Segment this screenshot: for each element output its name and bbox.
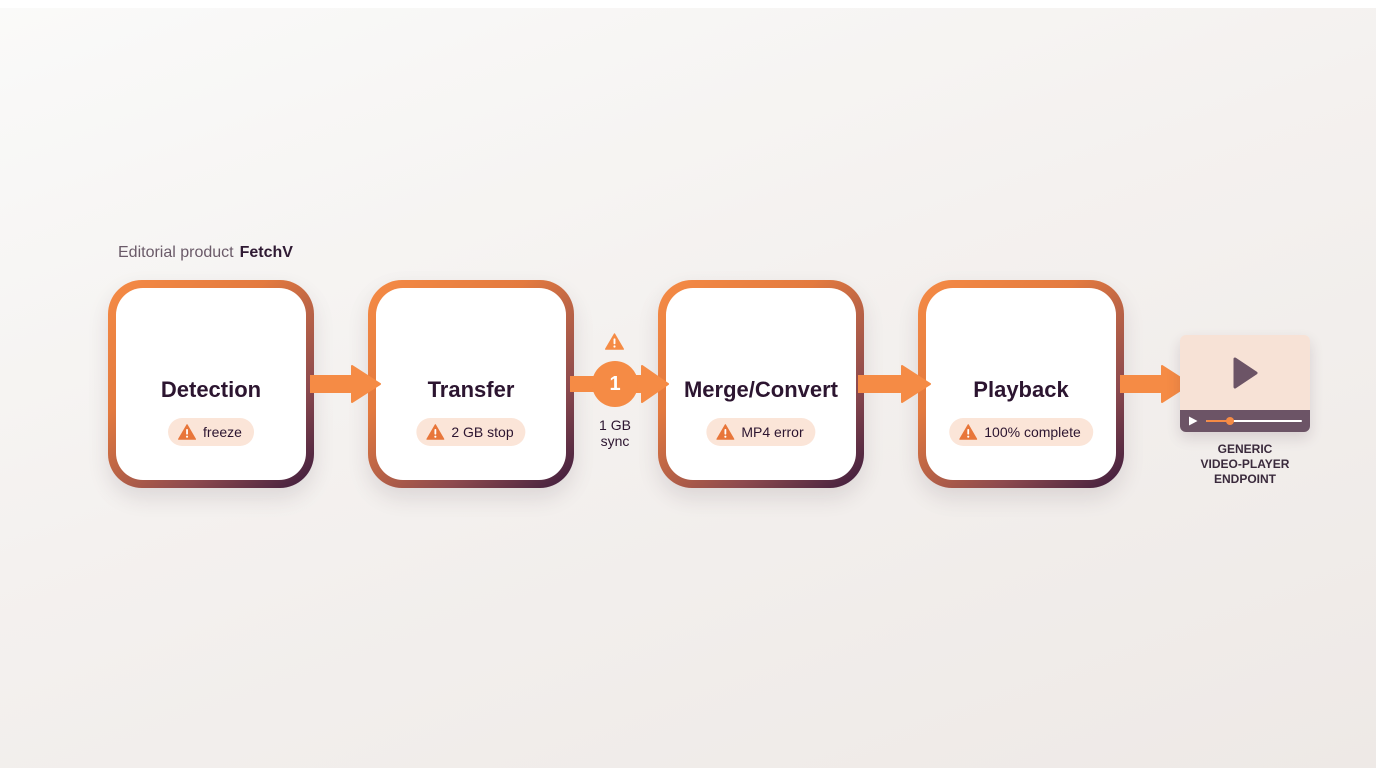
- play-control-icon: [1189, 416, 1198, 426]
- player-control-bar: [1180, 410, 1310, 432]
- warning-triangle-icon: [426, 424, 445, 440]
- stage-card-body: Detection freeze: [116, 288, 306, 480]
- warning-triangle-icon: [959, 424, 978, 440]
- stage-title: Detection: [160, 377, 262, 402]
- play-icon: [1233, 357, 1258, 389]
- connector-arrow-4: [1120, 365, 1191, 403]
- stage-card-detection: Detection freeze: [108, 280, 314, 488]
- connector-arrow-1: [310, 365, 381, 403]
- status-pill: 2 GB stop: [416, 418, 526, 446]
- warning-triangle-icon: [178, 424, 197, 440]
- status-text: freeze: [203, 424, 242, 440]
- status-text: 2 GB stop: [451, 424, 514, 440]
- stage-card-transfer: Transfer 2 GB stop: [368, 280, 574, 488]
- status-pill: MP4 error: [706, 418, 816, 446]
- status-pill: freeze: [168, 418, 254, 446]
- video-player-endpoint: [1180, 335, 1310, 432]
- status-pill: 100% complete: [949, 418, 1093, 446]
- connector-arrow-3: [858, 365, 931, 403]
- warning-triangle-icon: [716, 424, 735, 440]
- stage-title: Playback: [973, 377, 1069, 402]
- checkpoint-label: 1 GB sync: [599, 417, 631, 449]
- stage-card-body: Playback 100% complete: [926, 288, 1116, 480]
- caption-prefix: Editorial product: [118, 244, 234, 261]
- status-text: MP4 error: [741, 424, 804, 440]
- endpoint-label: GENERIC VIDEO-PLAYER ENDPOINT: [1200, 442, 1290, 486]
- diagram-caption: Editorial product FetchV: [118, 244, 293, 262]
- status-text: 100% complete: [984, 424, 1081, 440]
- stage-title: Merge/Convert: [683, 377, 839, 402]
- stage-card-playback: Playback 100% complete: [918, 280, 1124, 488]
- caption-brand: FetchV: [239, 244, 293, 261]
- seek-knob: [1226, 417, 1234, 425]
- stage-card-body: Merge/Convert MP4 error: [666, 288, 856, 480]
- top-band: [0, 0, 1376, 8]
- warning-triangle-icon: [605, 333, 624, 350]
- seek-progress: [1206, 420, 1230, 422]
- stage-card-merge-convert: Merge/Convert MP4 error: [658, 280, 864, 488]
- seek-bar-icon: [1206, 417, 1302, 425]
- player-screen: [1180, 335, 1310, 410]
- stage-title: Transfer: [427, 377, 515, 402]
- stage-card-body: Transfer 2 GB stop: [376, 288, 566, 480]
- checkpoint-badge: 1: [592, 361, 638, 407]
